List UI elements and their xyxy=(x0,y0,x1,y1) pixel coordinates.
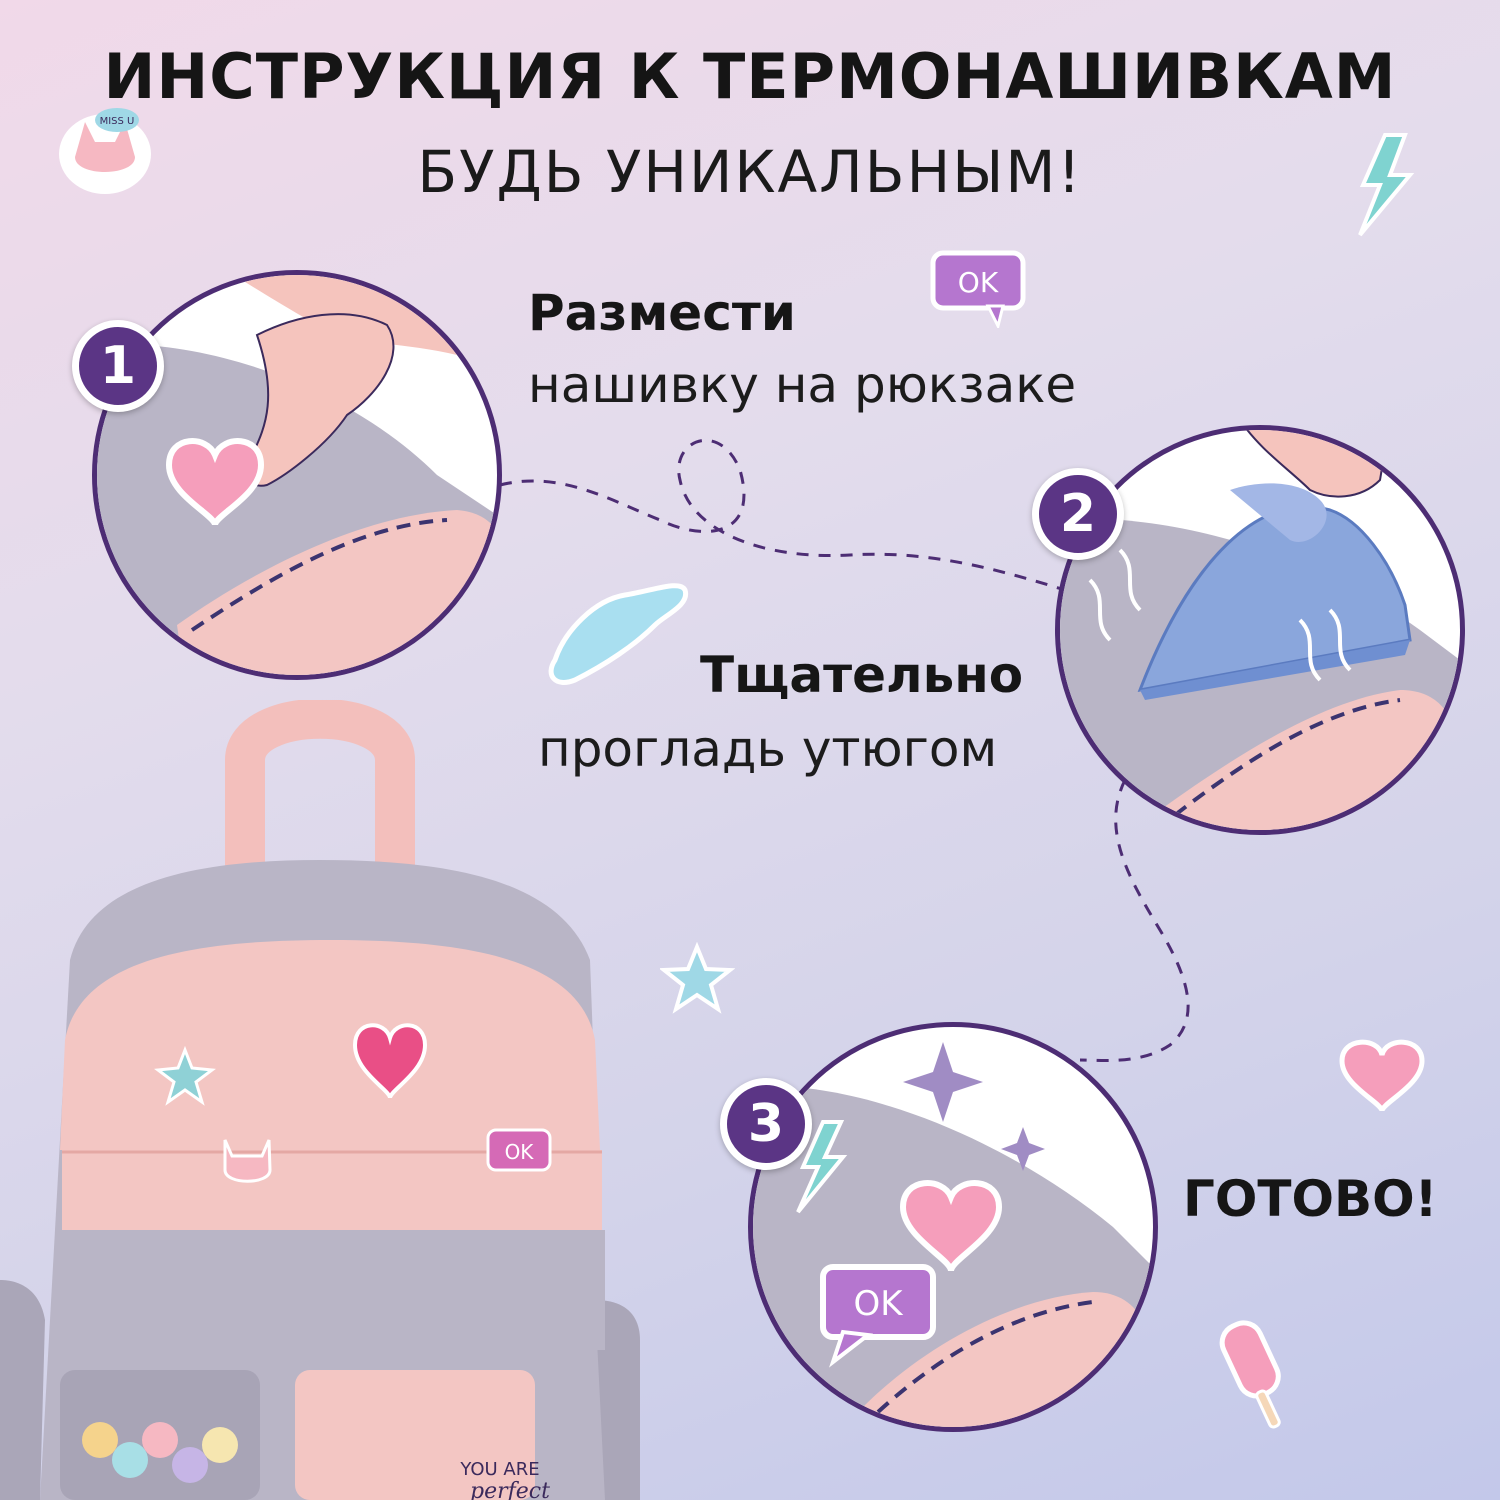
step-2-title: Тщательно xyxy=(700,646,1024,704)
step-3-badge: 3 xyxy=(720,1078,812,1170)
step-2-badge: 2 xyxy=(1032,468,1124,560)
popsicle-sticker-icon xyxy=(1215,1312,1305,1432)
svg-text:OK: OK xyxy=(505,1140,535,1164)
ok-speech-sticker-icon: OK xyxy=(928,248,1028,328)
step-1-text: нашивку на рюкзаке xyxy=(528,356,1077,414)
page-title: ИНСТРУКЦИЯ К ТЕРМОНАШИВКАМ xyxy=(103,40,1397,113)
backpack-label-2: perfect xyxy=(470,1479,550,1500)
backpack-label-1: YOU ARE xyxy=(459,1459,539,1480)
step-2-text: прогладь утюгом xyxy=(538,720,998,778)
backpack-image: YOU ARE perfect OK xyxy=(0,700,640,1500)
step-1-title: Размести xyxy=(528,284,796,342)
flying-cat-sticker-icon xyxy=(535,570,695,690)
lightning-icon xyxy=(1355,130,1415,240)
page-subtitle: БУДЬ УНИКАЛЬНЫМ! xyxy=(417,138,1083,206)
step-1-illustration xyxy=(92,270,502,680)
step-3-title: ГОТОВО! xyxy=(1183,1170,1438,1228)
heart-sticker-icon xyxy=(1336,1033,1428,1115)
cat-sticker-icon: MISS U xyxy=(55,102,155,197)
ok-sticker-text: OK xyxy=(853,1284,904,1324)
star-sticker-icon xyxy=(660,942,735,1014)
step-1-badge: 1 xyxy=(72,320,164,412)
step-3-illustration: OK xyxy=(748,1022,1158,1432)
svg-text:OK: OK xyxy=(958,266,999,299)
step-2-illustration xyxy=(1055,425,1465,835)
svg-text:MISS U: MISS U xyxy=(100,116,135,127)
